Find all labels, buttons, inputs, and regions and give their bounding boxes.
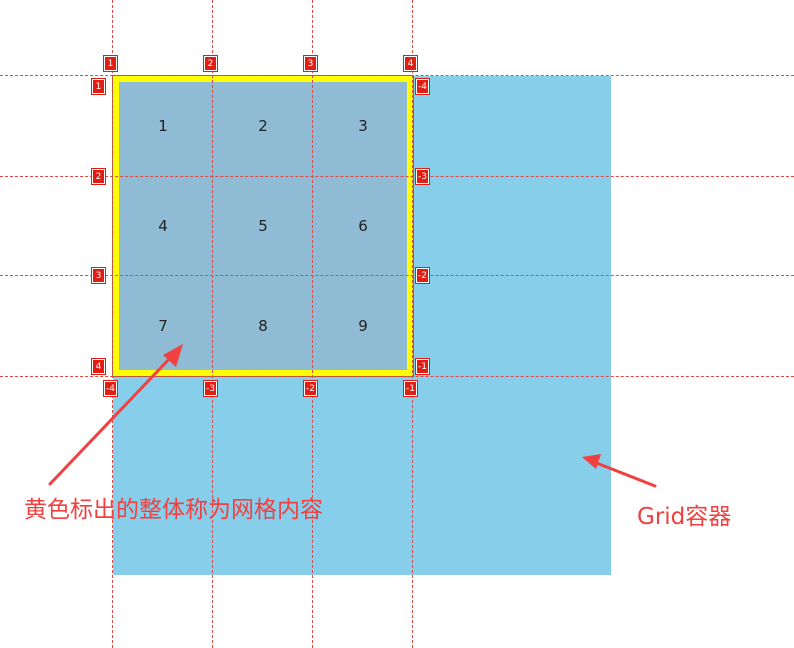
grid-cell: 4 (158, 217, 168, 235)
grid-cell: 7 (158, 317, 168, 335)
line-number-tag: 3 (92, 268, 105, 283)
row-guide-line (0, 176, 794, 177)
line-number-tag: -3 (204, 381, 217, 396)
line-number-tag: -4 (416, 79, 429, 94)
grid-content (113, 76, 413, 376)
line-number-tag: 4 (404, 56, 417, 71)
line-number-tag: 2 (204, 56, 217, 71)
row-guide-line (0, 75, 794, 76)
row-guide-line (0, 376, 794, 377)
grid-cell: 1 (158, 117, 168, 135)
grid-cell: 2 (258, 117, 268, 135)
grid-cell: 8 (258, 317, 268, 335)
line-number-tag: 4 (92, 359, 105, 374)
line-number-tag: 1 (104, 56, 117, 71)
container-annotation: Grid容器 (637, 504, 732, 530)
column-guide-line (212, 0, 213, 648)
content-arrow-icon (48, 344, 183, 486)
line-number-tag: -3 (416, 169, 429, 184)
content-annotation: 黄色标出的整体称为网格内容 (24, 497, 323, 523)
line-number-tag: -1 (404, 381, 417, 396)
grid-cell: 9 (358, 317, 368, 335)
column-guide-line (412, 0, 413, 648)
line-number-tag: -4 (104, 381, 117, 396)
column-guide-line (312, 0, 313, 648)
column-guide-line (112, 0, 113, 648)
line-number-tag: 3 (304, 56, 317, 71)
container-arrow-icon (582, 454, 657, 488)
line-number-tag: -2 (416, 268, 429, 283)
grid-cell: 3 (358, 117, 368, 135)
line-number-tag: 2 (92, 169, 105, 184)
line-number-tag: -1 (416, 359, 429, 374)
grid-cell: 6 (358, 217, 368, 235)
line-number-tag: 1 (92, 79, 105, 94)
line-number-tag: -2 (304, 381, 317, 396)
grid-cell: 5 (258, 217, 268, 235)
row-guide-line (0, 275, 794, 276)
